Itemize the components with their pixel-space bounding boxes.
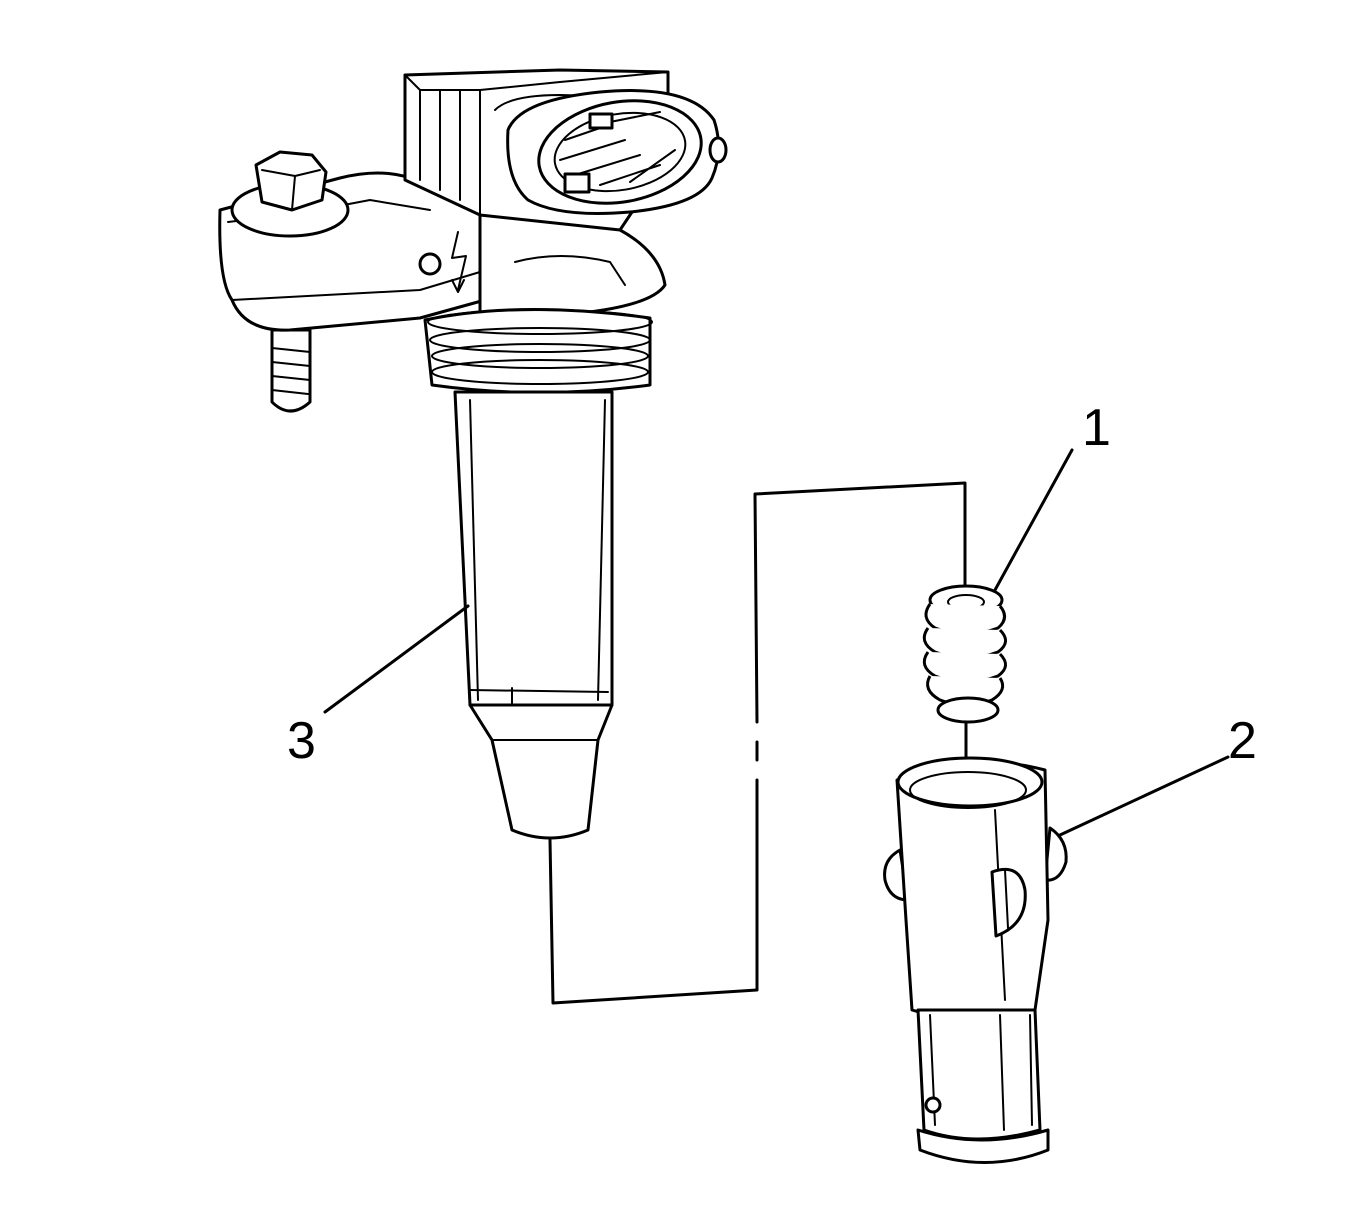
spring — [922, 584, 1007, 724]
electrical-connector — [506, 89, 728, 215]
callout-1: 1 — [1082, 399, 1111, 457]
boot-insulator — [883, 756, 1068, 1164]
mounting-bolt — [270, 328, 312, 413]
callout-3: 3 — [287, 712, 316, 770]
callout-2: 2 — [1228, 712, 1257, 770]
high-voltage-icon — [451, 231, 467, 293]
ignition-coil — [218, 68, 728, 840]
leader-line-1 — [993, 448, 1074, 592]
indicator-dot-icon — [418, 252, 442, 276]
leader-line-3 — [323, 604, 470, 714]
assembly-path-line — [548, 481, 967, 1005]
coil-seal — [423, 308, 653, 394]
coil-tube — [453, 390, 614, 707]
coil-boot — [468, 703, 614, 840]
coil-flange — [478, 213, 667, 320]
leader-line-2 — [1058, 755, 1230, 837]
bolt-head — [230, 150, 350, 238]
